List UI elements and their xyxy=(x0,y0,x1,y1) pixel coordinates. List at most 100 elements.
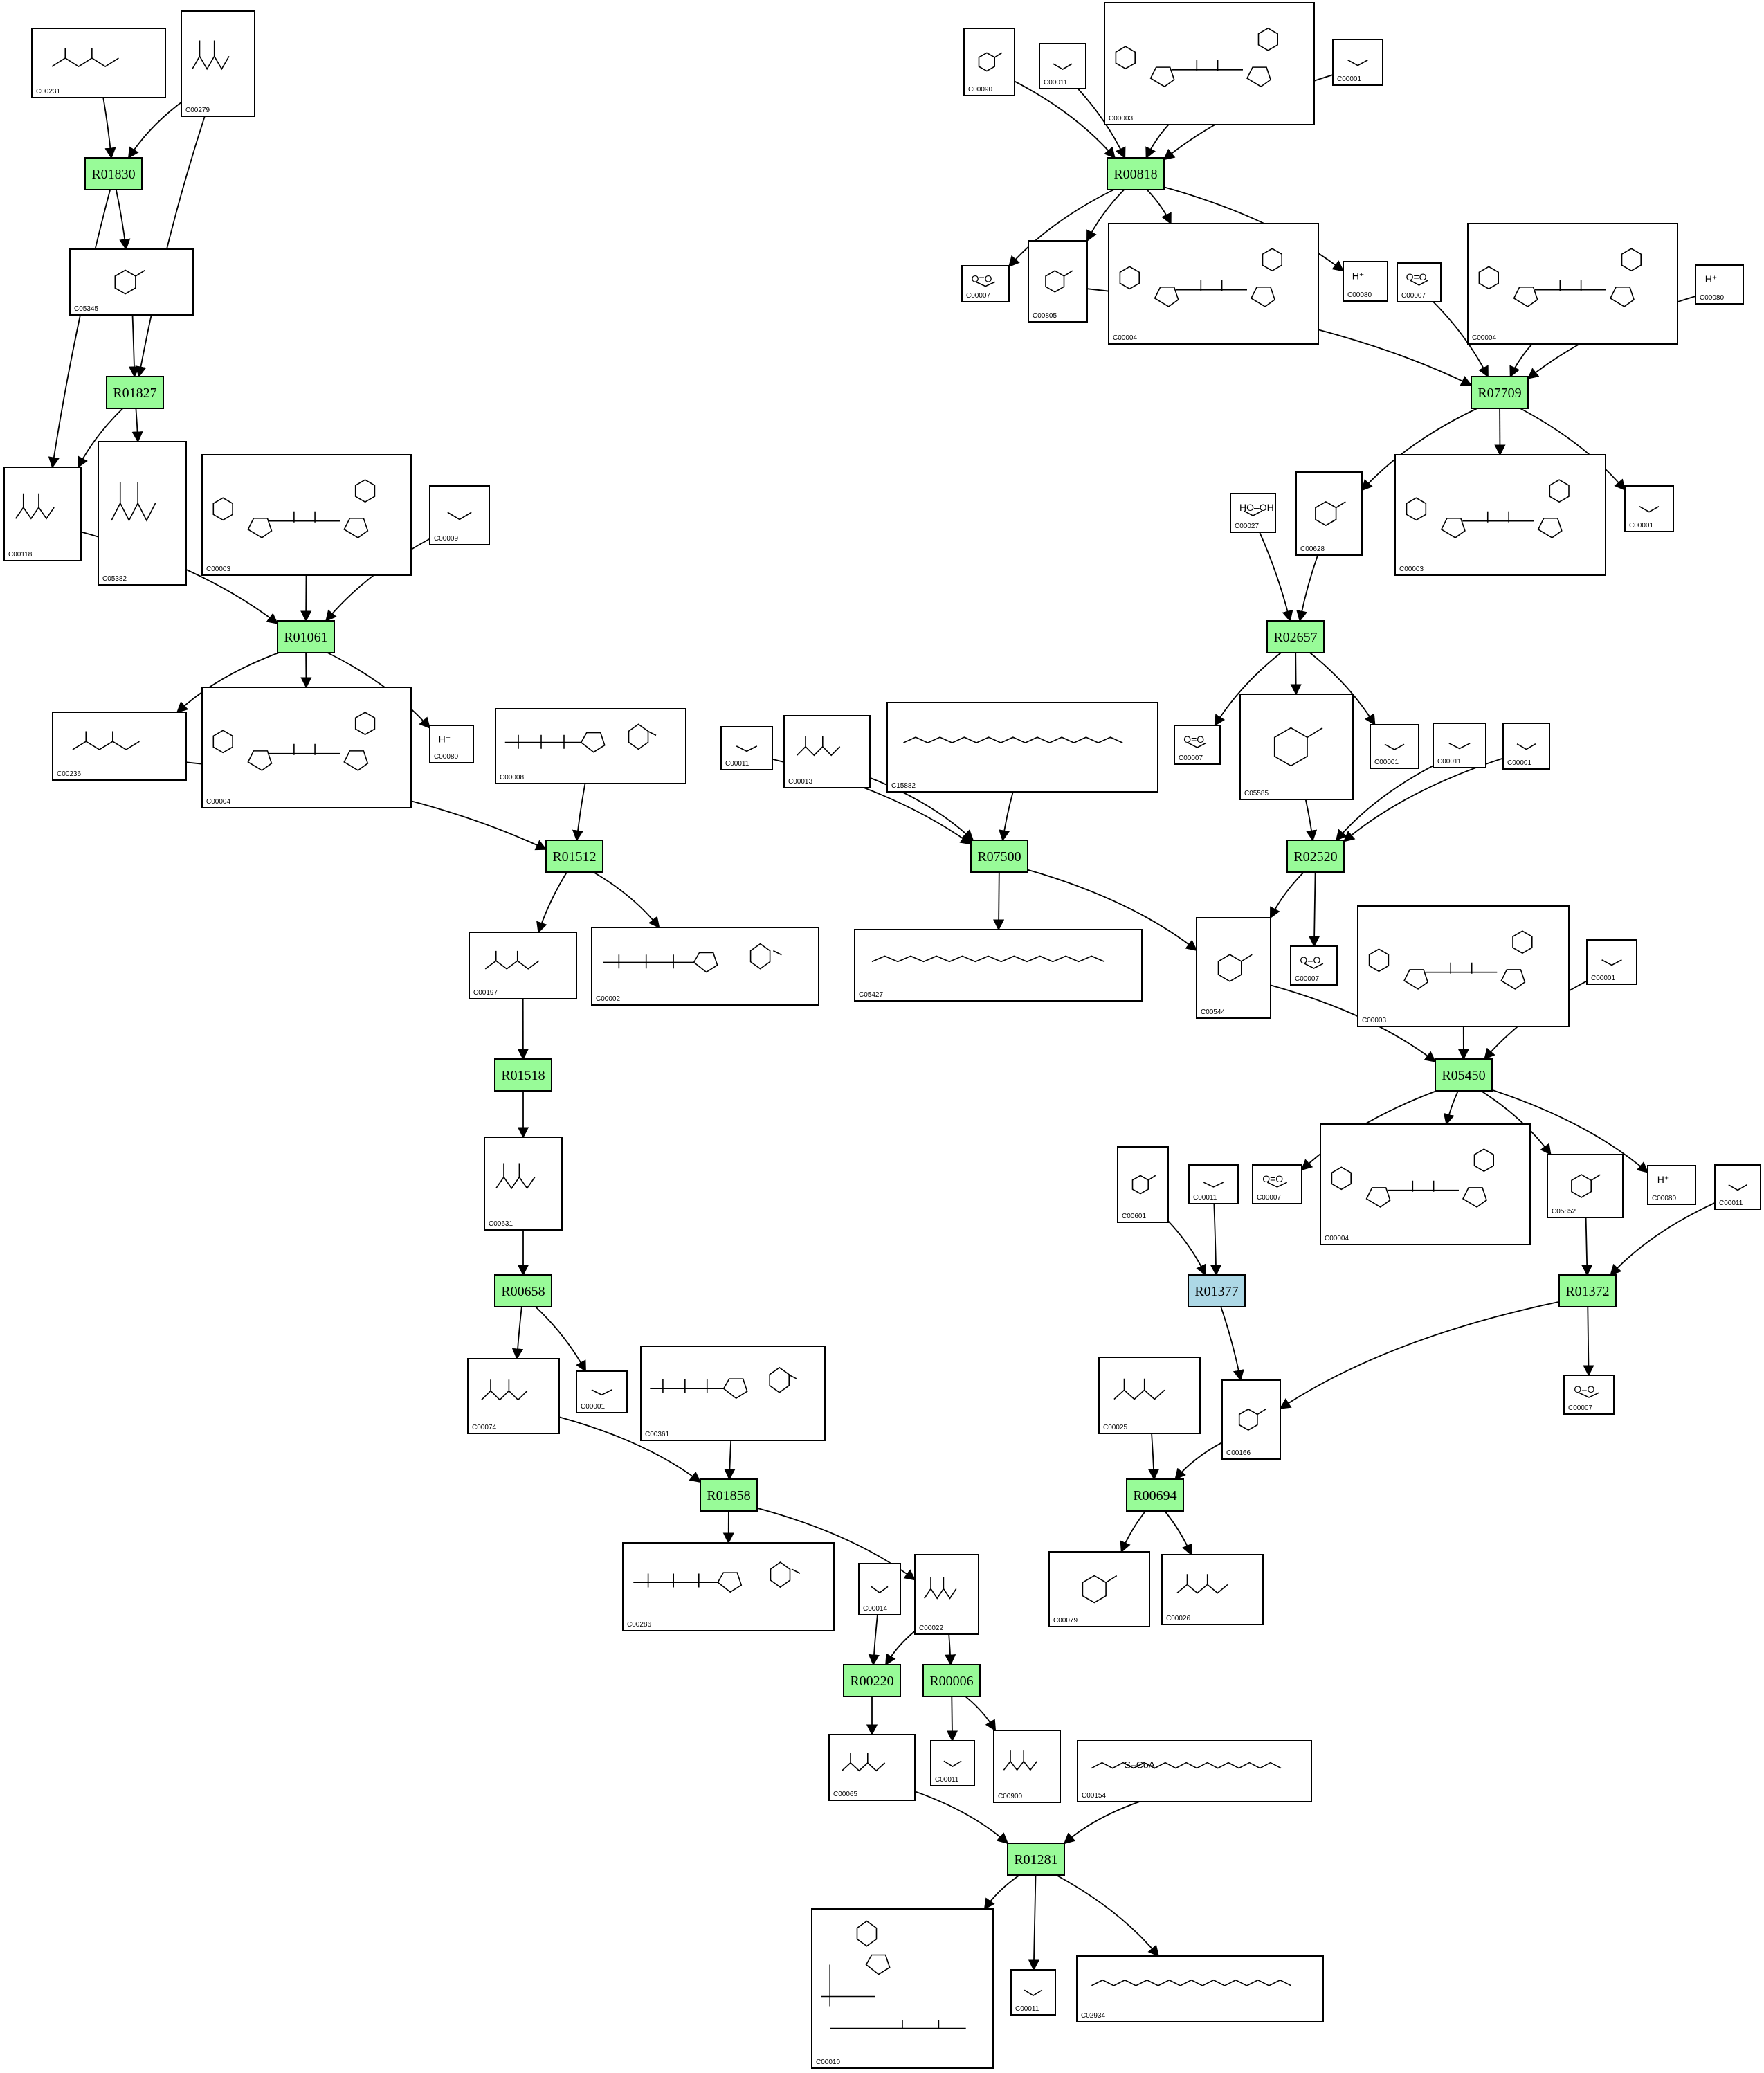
reaction-r01827[interactable]: R01827 xyxy=(106,376,164,409)
compound-id: C00011 xyxy=(1193,1194,1217,1202)
compound-c00011[interactable]: C00011 xyxy=(1714,1164,1761,1210)
compound-c00236[interactable]: C00236 xyxy=(52,712,187,781)
compound-c05427[interactable]: C05427 xyxy=(854,929,1143,1002)
reaction-r01518[interactable]: R01518 xyxy=(494,1058,552,1092)
compound-c00361[interactable]: C00361 xyxy=(640,1346,826,1441)
reaction-r01377[interactable]: R01377 xyxy=(1188,1274,1246,1307)
compound-c02934[interactable]: C02934 xyxy=(1076,1955,1324,2022)
reaction-r02657[interactable]: R02657 xyxy=(1266,620,1325,653)
reaction-r02520[interactable]: R02520 xyxy=(1286,840,1345,873)
compound-c00025[interactable]: C00025 xyxy=(1098,1357,1201,1434)
structure-drawing xyxy=(1091,1979,1292,1986)
compound-c00197[interactable]: C00197 xyxy=(469,932,577,999)
compound-c00003[interactable]: C00003 xyxy=(1394,454,1606,576)
compound-c05382[interactable]: C05382 xyxy=(98,441,187,586)
compound-c00011[interactable]: C00011 xyxy=(720,726,773,770)
compound-c00004[interactable]: C00004 xyxy=(1320,1123,1531,1245)
compound-c00118[interactable]: C00118 xyxy=(3,467,82,561)
reaction-r07500[interactable]: R07500 xyxy=(970,840,1028,873)
compound-c00080[interactable]: H⁺C00080 xyxy=(1695,264,1744,305)
compound-c00065[interactable]: C00065 xyxy=(828,1734,916,1801)
reaction-r00694[interactable]: R00694 xyxy=(1126,1478,1184,1512)
structure-drawing xyxy=(1304,963,1324,969)
compound-c00003[interactable]: C00003 xyxy=(1104,2,1315,125)
compound-c00079[interactable]: C00079 xyxy=(1048,1551,1150,1627)
compound-c00544[interactable]: C00544 xyxy=(1196,917,1271,1019)
compound-c00601[interactable]: C00601 xyxy=(1117,1146,1169,1223)
compound-c00074[interactable]: C00074 xyxy=(467,1358,560,1434)
compound-c00011[interactable]: C00011 xyxy=(930,1740,975,1786)
reaction-r01061[interactable]: R01061 xyxy=(277,620,335,653)
edge-R01372-c00166 xyxy=(1279,1301,1560,1409)
reaction-r01858[interactable]: R01858 xyxy=(700,1478,758,1512)
compound-c00004[interactable]: C00004 xyxy=(1108,223,1319,345)
compound-c00090[interactable]: C00090 xyxy=(963,28,1015,96)
compound-c00004[interactable]: C00004 xyxy=(201,687,412,808)
compound-c00009[interactable]: C00009 xyxy=(429,485,490,545)
compound-c00026[interactable]: C00026 xyxy=(1161,1554,1264,1625)
compound-box xyxy=(1039,43,1086,89)
compound-c00231[interactable]: C00231 xyxy=(31,28,166,98)
reaction-r01372[interactable]: R01372 xyxy=(1558,1274,1617,1307)
structure-drawing xyxy=(504,723,657,753)
compound-id: C00279 xyxy=(185,107,210,114)
compound-c00010[interactable]: C00010 xyxy=(811,1908,994,2069)
compound-c00166[interactable]: C00166 xyxy=(1221,1379,1281,1460)
compound-c00080[interactable]: H⁺C00080 xyxy=(1647,1165,1696,1205)
compound-c15882[interactable]: C15882 xyxy=(886,702,1158,793)
structure-drawing xyxy=(1579,1392,1599,1398)
compound-c00628[interactable]: C00628 xyxy=(1295,471,1363,556)
compound-box xyxy=(1647,1165,1696,1205)
compound-c00001[interactable]: C00001 xyxy=(576,1370,628,1413)
compound-c00003[interactable]: C00003 xyxy=(201,454,412,576)
compound-c00001[interactable]: C00001 xyxy=(1502,723,1550,770)
compound-c00631[interactable]: C00631 xyxy=(484,1137,563,1231)
compound-c00001[interactable]: C00001 xyxy=(1586,939,1637,985)
compound-c00002[interactable]: C00002 xyxy=(591,927,819,1006)
compound-c00013[interactable]: C00013 xyxy=(783,715,871,788)
compound-c00001[interactable]: C00001 xyxy=(1332,39,1383,86)
compound-c00286[interactable]: C00286 xyxy=(622,1542,835,1631)
reaction-r01830[interactable]: R01830 xyxy=(84,157,143,190)
compound-box xyxy=(429,725,474,763)
compound-c00011[interactable]: C00011 xyxy=(1039,43,1086,89)
compound-c00001[interactable]: C00001 xyxy=(1370,724,1419,769)
compound-c00080[interactable]: H⁺C00080 xyxy=(1343,261,1388,302)
compound-c00805[interactable]: C00805 xyxy=(1028,240,1088,323)
reaction-box xyxy=(1126,1478,1184,1512)
compound-c05852[interactable]: C05852 xyxy=(1547,1154,1624,1218)
compound-c00003[interactable]: C00003 xyxy=(1357,905,1570,1027)
compound-c00008[interactable]: C00008 xyxy=(495,708,686,784)
compound-c00022[interactable]: C00022 xyxy=(914,1554,979,1635)
compound-c00900[interactable]: C00900 xyxy=(993,1730,1061,1803)
compound-c00001[interactable]: C00001 xyxy=(1624,485,1674,532)
compound-c05345[interactable]: C05345 xyxy=(69,248,194,316)
reaction-r00006[interactable]: R00006 xyxy=(922,1664,981,1697)
compound-c00011[interactable]: C00011 xyxy=(1188,1164,1239,1204)
compound-c00011[interactable]: C00011 xyxy=(1010,1969,1056,2016)
compound-c00279[interactable]: C00279 xyxy=(181,10,255,117)
reaction-label: R02520 xyxy=(1293,849,1337,864)
compound-c00004[interactable]: C00004 xyxy=(1467,223,1678,345)
compound-c05585[interactable]: C05585 xyxy=(1239,694,1354,800)
reaction-r01281[interactable]: R01281 xyxy=(1007,1843,1065,1876)
reaction-r00220[interactable]: R00220 xyxy=(843,1664,901,1697)
compound-c00014[interactable]: C00014 xyxy=(858,1563,901,1615)
reaction-r07709[interactable]: R07709 xyxy=(1471,376,1529,409)
compound-c00011[interactable]: C00011 xyxy=(1433,723,1486,768)
reaction-r00818[interactable]: R00818 xyxy=(1107,157,1165,190)
compound-c00080[interactable]: H⁺C00080 xyxy=(429,725,474,763)
reaction-r05450[interactable]: R05450 xyxy=(1435,1058,1493,1092)
reaction-label: R01377 xyxy=(1194,1284,1238,1299)
reaction-r00658[interactable]: R00658 xyxy=(494,1274,552,1307)
reaction-r01512[interactable]: R01512 xyxy=(545,840,603,873)
structure-drawing xyxy=(212,479,376,538)
